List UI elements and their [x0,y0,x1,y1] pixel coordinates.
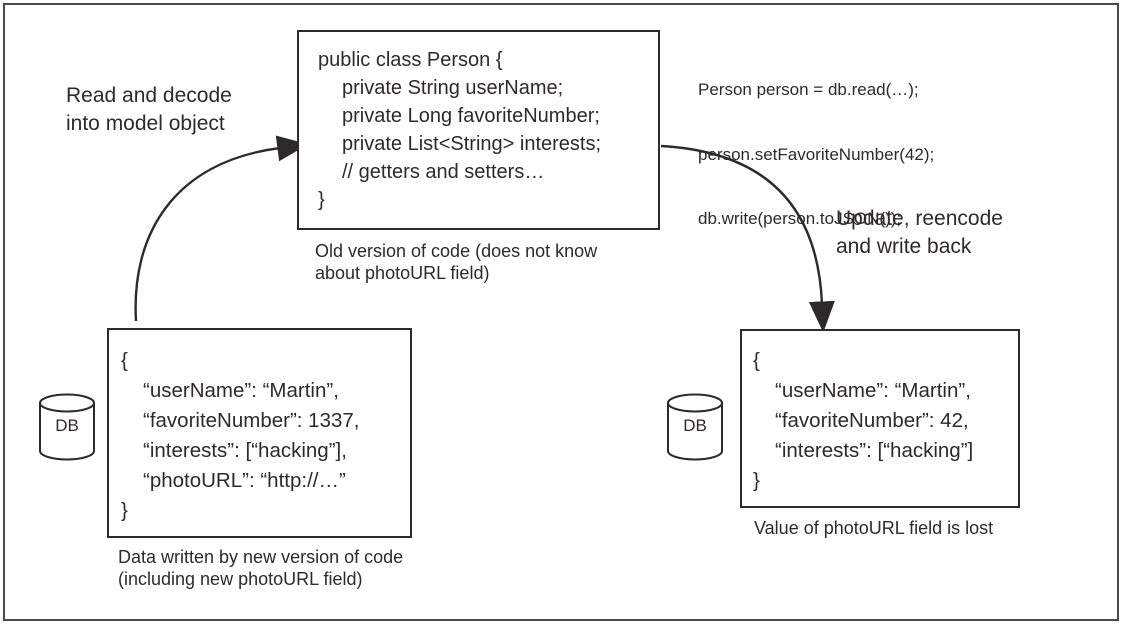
json-line: } [753,469,760,492]
json-line: { [121,349,128,372]
json-line: “photoURL”: “http://…” [143,469,346,492]
database-icon [667,393,723,461]
json-line: “favoriteNumber”: 1337, [143,409,360,432]
code-line: person.setFavoriteNumber(42); [698,144,935,164]
update-writeback-label: Update, reencode and write back [836,207,1003,258]
code-line: private String userName; [342,77,564,99]
class-box-caption: Old version of code (does not know about… [315,241,598,283]
json-line: } [121,499,128,522]
code-line: Person person = db.read(…); [698,80,919,99]
json-after-caption: Value of photoURL field is lost [754,518,994,538]
json-line: “interests”: [“hacking”], [143,439,347,462]
json-after-box: { “userName”: “Martin”, “favoriteNumber”… [740,329,1020,508]
code-line: db.write(person.toJSON()); [698,209,902,228]
code-line: } [318,189,325,211]
json-line: “favoriteNumber”: 42, [775,409,969,432]
code-line: private Long favoriteNumber; [342,105,600,127]
json-line: { [753,349,760,372]
db-cylinder-right: DB [666,392,724,462]
read-decode-label: Read and decode into model object [66,84,232,135]
json-line: “interests”: [“hacking”] [775,439,974,462]
person-class-box: public class Person { private String use… [297,30,660,230]
json-before-box: { “userName”: “Martin”, “favoriteNumber”… [107,328,412,538]
code-line: public class Person { [318,49,503,71]
db-label: DB [55,416,79,435]
json-before-caption: Data written by new version of code (inc… [118,547,404,589]
code-line: private List<String> interests; [342,133,602,155]
db-cylinder-left: DB [38,392,96,462]
database-icon [39,393,95,461]
json-line: “userName”: “Martin”, [775,379,971,402]
json-line: “userName”: “Martin”, [143,379,339,402]
read-decode-arrow [134,135,309,322]
update-code-snippet: Person person = db.read(…); person.setFa… [698,36,934,273]
db-label: DB [683,416,707,435]
code-line: // getters and setters… [342,161,545,183]
